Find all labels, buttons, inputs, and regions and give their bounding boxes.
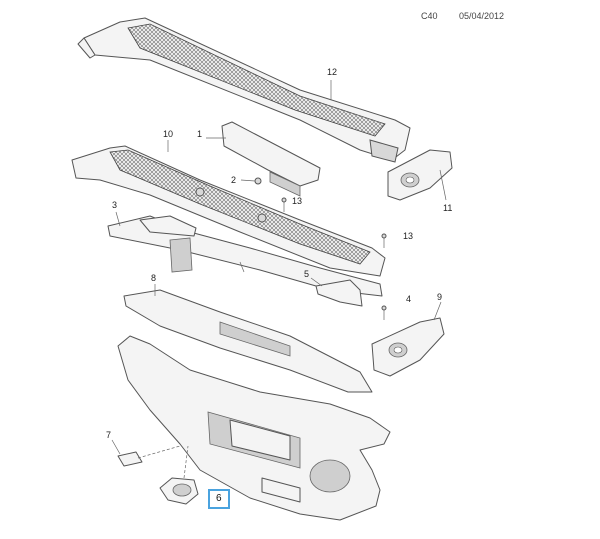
part-1-bracket [221,121,321,197]
dash-insulator-panel [117,335,391,521]
callout-1: 1 [197,129,203,139]
leader-lines [111,80,447,455]
part-13-screw-right [381,233,387,248]
part-12-upper-cowl-panel [77,17,411,163]
callout-13-upper: 13 [292,196,303,206]
callout-5: 5 [304,269,310,279]
part-8-lower-crossmember [123,289,373,393]
part-3-cowl-support [107,215,383,297]
diagram-date: 05/04/2012 [459,11,505,21]
callout-4: 4 [406,294,412,304]
part-11-right-end-cap [387,149,453,201]
part-9-left-end-cap [371,317,445,377]
part-13-screw-upper [281,197,287,212]
part-10-lower-cowl-grille [71,145,386,277]
callout-3: 3 [112,200,118,210]
part-4-screw [381,305,387,320]
callout-12: 12 [327,67,338,77]
callout-7: 7 [106,430,112,440]
callout-10: 10 [163,129,174,139]
callout-11: 11 [443,203,453,213]
callout-6-selected[interactable]: 6 [208,489,230,509]
callout-2: 2 [231,175,237,185]
callout-13-right: 13 [403,231,414,241]
part-5-deflector [315,279,363,307]
callout-8: 8 [151,273,157,283]
diagram-code: C40 [421,11,438,21]
part-6-seal [159,445,199,505]
part-7-grommet [117,445,181,467]
callout-9: 9 [437,292,443,302]
part-2-clip [240,177,262,185]
